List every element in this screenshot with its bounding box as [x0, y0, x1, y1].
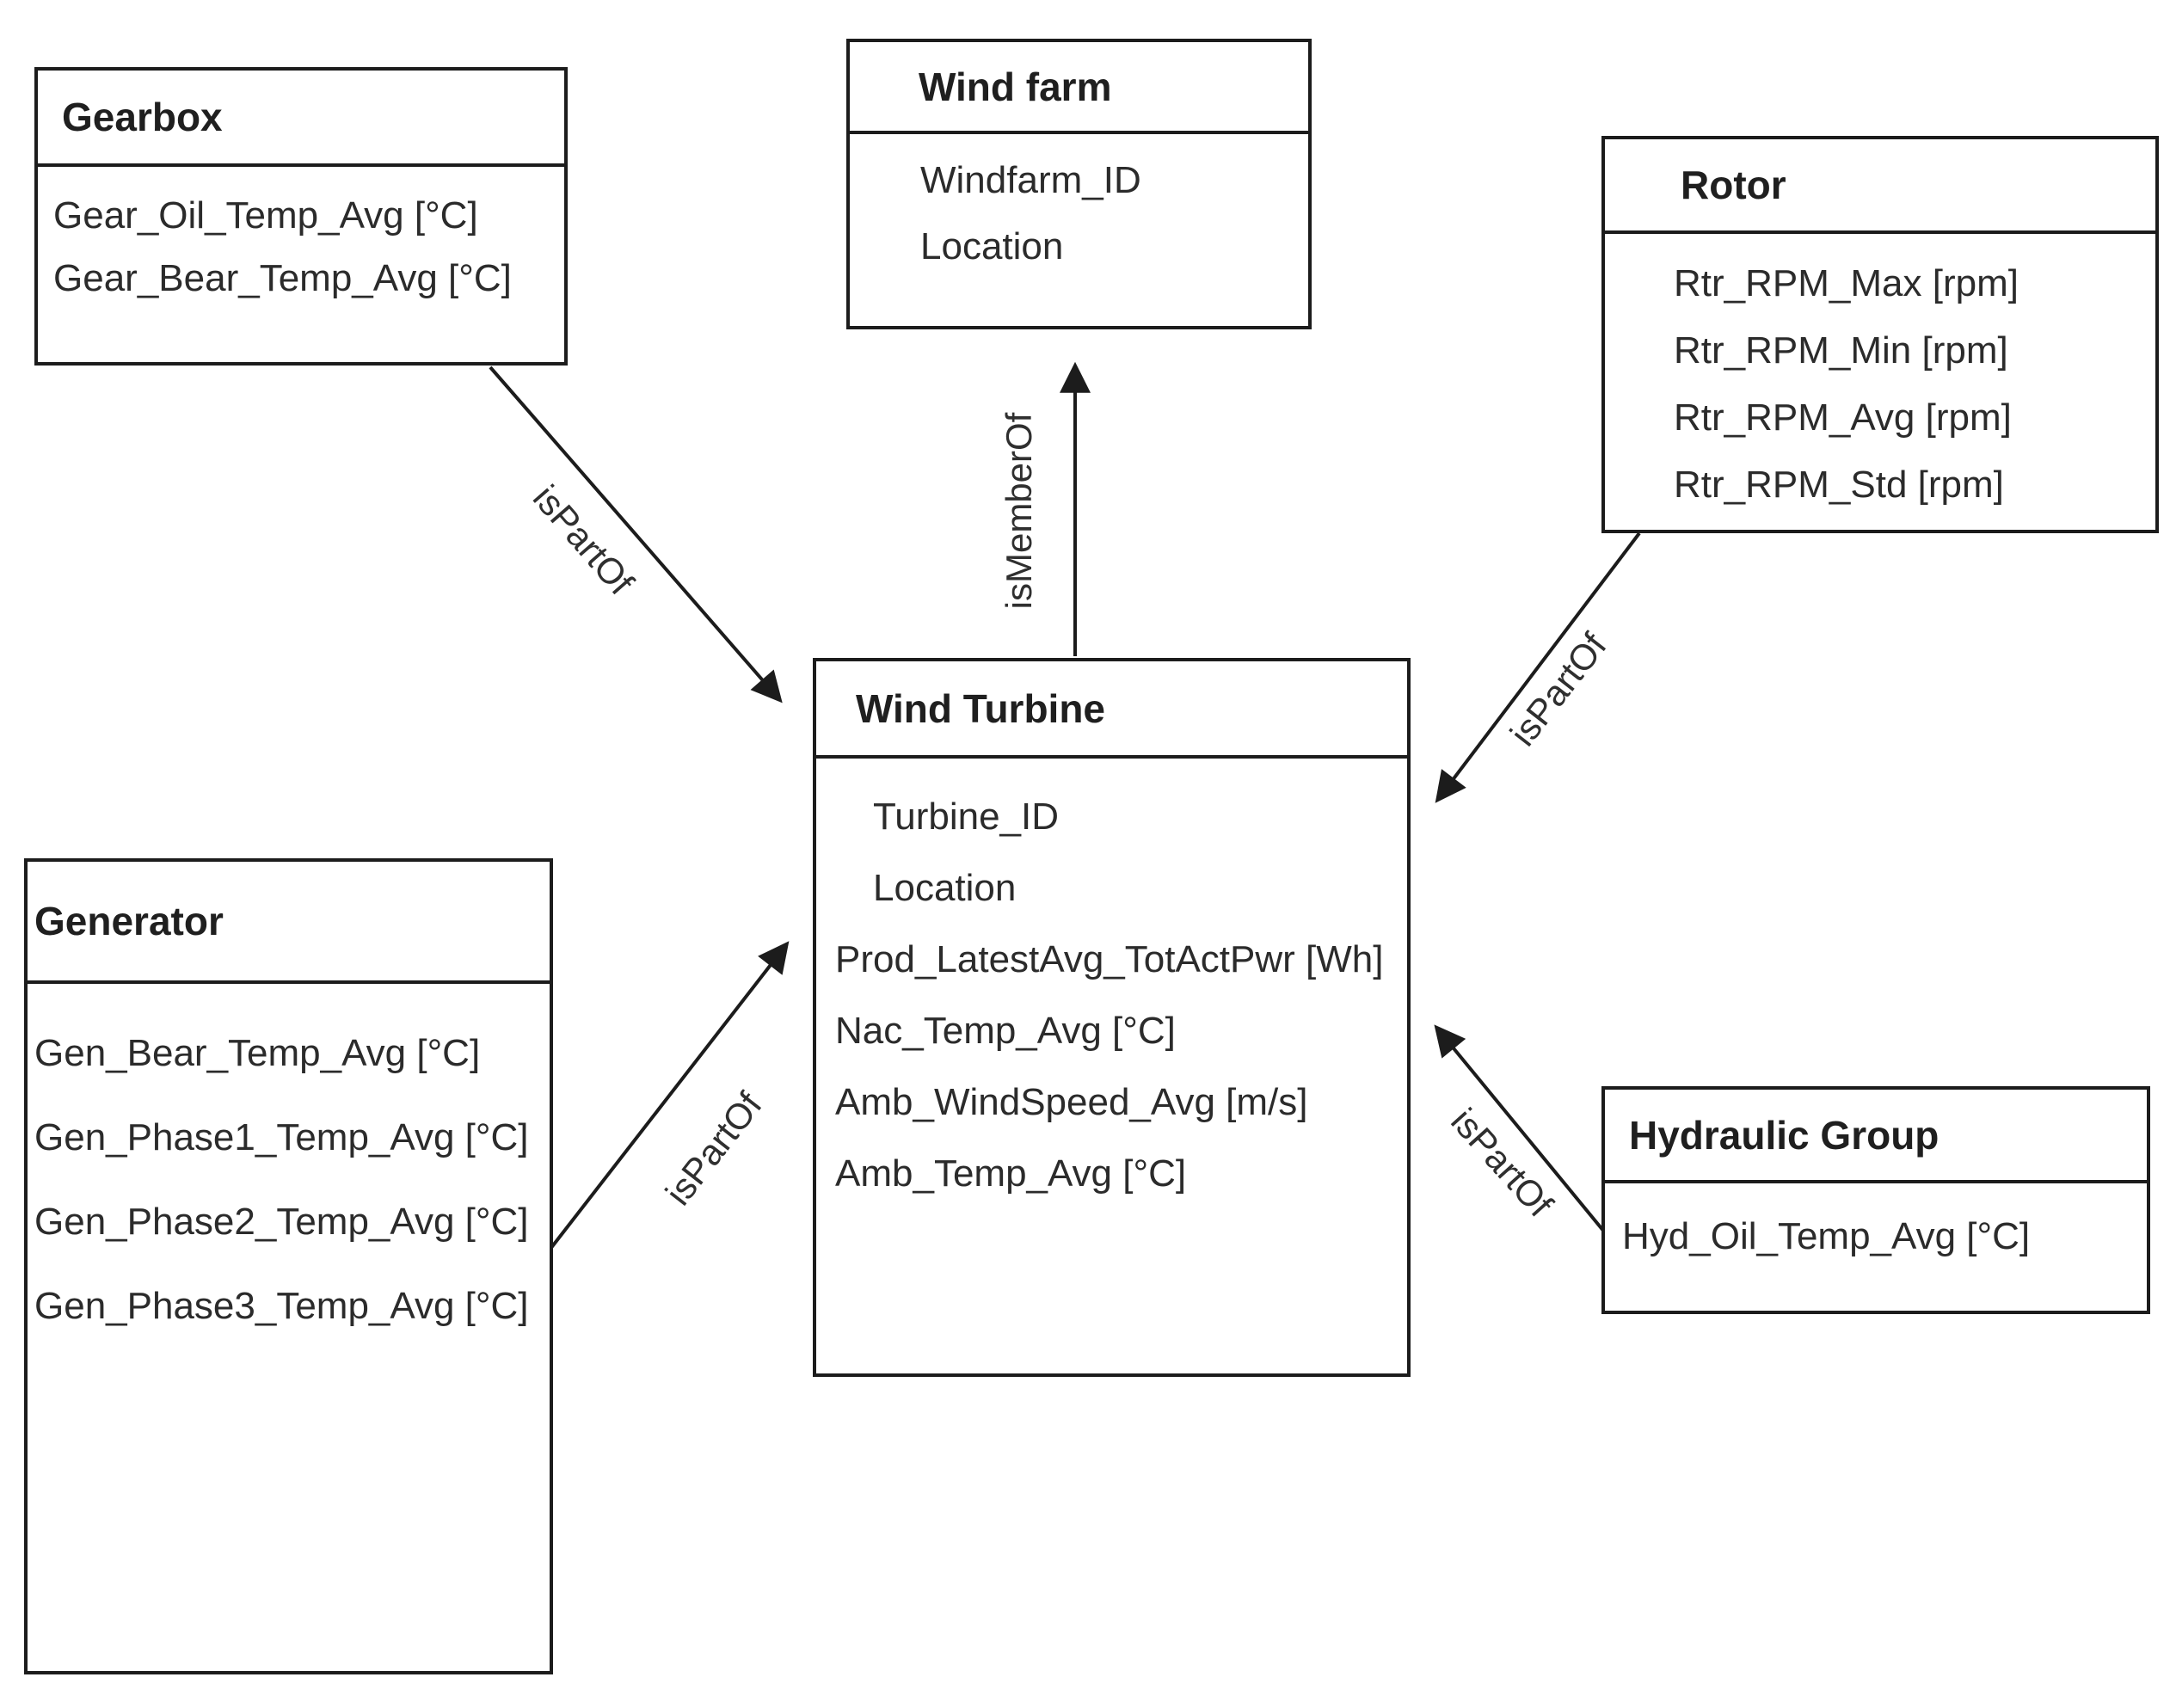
entity-windfarm-title: Wind farm [850, 42, 1308, 134]
entity-wind-turbine-title: Wind Turbine [816, 661, 1407, 759]
attribute-row: Gen_Bear_Temp_Avg [°C] [34, 1032, 481, 1074]
attribute-row: Hyd_Oil_Temp_Avg [°C] [1622, 1215, 2031, 1257]
entity-wind-turbine-attributes: Turbine_ID Location Prod_LatestAvg_TotAc… [816, 759, 1407, 1209]
edge-gearbox-to-turbine [489, 366, 783, 703]
attribute-row: Rtr_RPM_Max [rpm] [1674, 262, 2019, 304]
entity-windfarm: Wind farm Windfarm_ID Location [846, 39, 1312, 329]
attribute-row: Rtr_RPM_Min [rpm] [1674, 329, 2008, 372]
entity-gearbox-title: Gearbox [38, 71, 564, 167]
attribute-row: Location [873, 867, 1017, 909]
edge-generator-to-turbine [549, 941, 790, 1250]
attribute-row: Windfarm_ID [920, 159, 1141, 201]
attribute-row: Turbine_ID [873, 796, 1060, 838]
attribute-row: Rtr_RPM_Std [rpm] [1674, 464, 2004, 506]
entity-wind-turbine: Wind Turbine Turbine_ID Location Prod_La… [813, 658, 1411, 1377]
entity-hydraulic-group-title: Hydraulic Group [1605, 1090, 2147, 1183]
edge-hydraulic-to-turbine [1434, 1024, 1606, 1233]
entity-generator: Generator Gen_Bear_Temp_Avg [°C] Gen_Pha… [24, 858, 553, 1674]
entity-hydraulic-group-attributes: Hyd_Oil_Temp_Avg [°C] [1605, 1183, 2147, 1271]
entity-rotor-title: Rotor [1605, 139, 2155, 234]
entity-generator-attributes: Gen_Bear_Temp_Avg [°C] Gen_Phase1_Temp_A… [28, 984, 550, 1349]
attribute-row: Amb_Temp_Avg [°C] [835, 1152, 1187, 1195]
attribute-row: Gear_Bear_Temp_Avg [°C] [53, 257, 512, 299]
attribute-row: Rtr_RPM_Avg [rpm] [1674, 396, 2012, 439]
attribute-row: Gear_Oil_Temp_Avg [°C] [53, 194, 478, 237]
edge-label-ismemberof: isMemberOf [999, 412, 1039, 610]
attribute-row: Gen_Phase1_Temp_Avg [°C] [34, 1116, 529, 1158]
attribute-row: Amb_WindSpeed_Avg [m/s] [835, 1081, 1308, 1123]
entity-gearbox: Gearbox Gear_Oil_Temp_Avg [°C] Gear_Bear… [34, 67, 568, 366]
edge-rotor-to-turbine [1435, 531, 1641, 803]
entity-generator-title: Generator [28, 862, 550, 984]
attribute-row: Gen_Phase3_Temp_Avg [°C] [34, 1285, 529, 1327]
attribute-row: Prod_LatestAvg_TotActPwr [Wh] [835, 938, 1384, 980]
attribute-row: Nac_Temp_Avg [°C] [835, 1010, 1176, 1052]
entity-hydraulic-group: Hydraulic Group Hyd_Oil_Temp_Avg [°C] [1601, 1086, 2150, 1314]
entity-rotor-attributes: Rtr_RPM_Max [rpm] Rtr_RPM_Min [rpm] Rtr_… [1605, 234, 2155, 519]
entity-gearbox-attributes: Gear_Oil_Temp_Avg [°C] Gear_Bear_Temp_Av… [38, 167, 564, 310]
attribute-row: Gen_Phase2_Temp_Avg [°C] [34, 1201, 529, 1243]
attribute-row: Location [920, 225, 1064, 267]
entity-rotor: Rotor Rtr_RPM_Max [rpm] Rtr_RPM_Min [rpm… [1601, 136, 2159, 533]
entity-windfarm-attributes: Windfarm_ID Location [850, 134, 1308, 280]
